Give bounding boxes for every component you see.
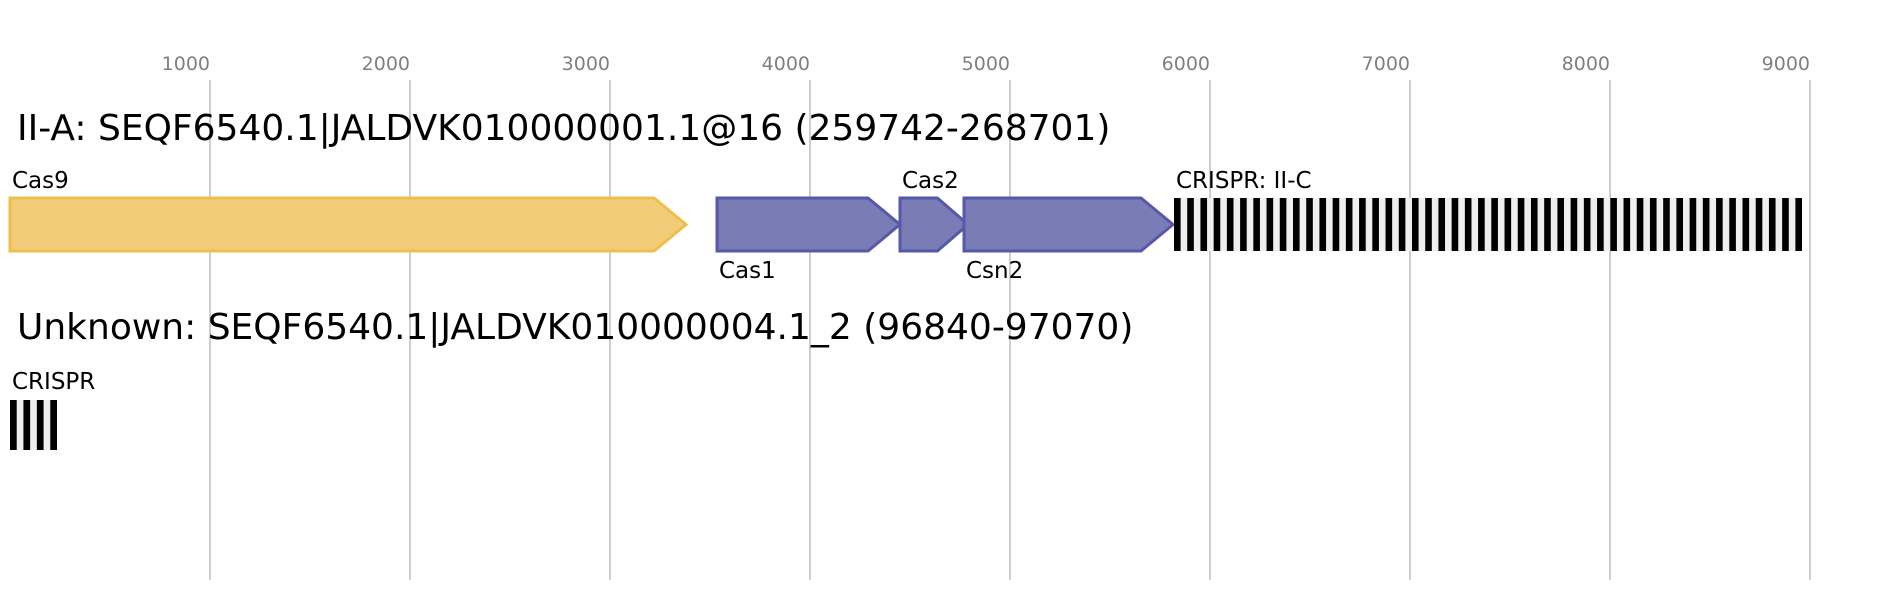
crispr-repeat [1359, 198, 1366, 251]
track-title: Unknown: SEQF6540.1|JALDVK010000004.1_2 … [17, 307, 1133, 348]
tick-label: 2000 [362, 53, 410, 75]
feature-label: Cas2 [902, 168, 959, 194]
track-ii-a: II-A: SEQF6540.1|JALDVK010000001.1@16 (2… [8, 108, 1802, 284]
axis-grid: 1000 2000 3000 4000 5000 6000 7000 8000 9000 [162, 53, 1811, 580]
crispr-repeat [1504, 198, 1512, 251]
crispr-repeat [1253, 198, 1260, 251]
crispr-repeat [1292, 198, 1300, 251]
crispr-repeat [1411, 198, 1419, 251]
track-title: II-A: SEQF6540.1|JALDVK010000001.1@16 (2… [17, 108, 1110, 149]
crispr-repeat [1729, 198, 1736, 251]
tick-label: 4000 [762, 53, 810, 75]
gene-cas1: Cas1 [715, 196, 903, 284]
crispr-repeat [10, 400, 17, 450]
crispr-repeat [1742, 198, 1750, 251]
crispr-repeat [1187, 198, 1194, 251]
gene-arrow [715, 196, 903, 253]
crispr-repeat [1557, 198, 1565, 251]
crispr-repeat [1372, 198, 1379, 251]
crispr-repeat [1597, 198, 1604, 251]
feature-label: Csn2 [966, 258, 1023, 284]
track-features: CRISPR [10, 369, 95, 450]
crispr-repeat [1676, 198, 1684, 251]
crispr-repeat [1345, 198, 1353, 251]
crispr-repeat [1491, 198, 1498, 251]
crispr-repeat [1398, 198, 1406, 251]
feature-label: Cas1 [719, 258, 776, 284]
crispr-repeat [1530, 198, 1538, 251]
gene-cas2: Cas2 [898, 168, 971, 253]
crispr-repeat [1544, 198, 1551, 251]
crispr-repeat [1464, 198, 1472, 251]
tick-label: 3000 [562, 53, 610, 75]
crispr-repeat [1451, 198, 1459, 251]
crispr-repeat [50, 400, 57, 450]
crispr-repeat [1306, 198, 1313, 251]
gene-cas9: Cas9 [8, 168, 689, 253]
tick-label: 5000 [962, 53, 1010, 75]
tick-label: 6000 [1162, 53, 1210, 75]
crispr-repeat [1200, 198, 1208, 251]
tick-label: 1000 [162, 53, 210, 75]
crispr-repeat [1478, 198, 1485, 251]
crispr-repeat [1755, 198, 1763, 251]
crispr-repeat [1385, 198, 1393, 251]
crispr-repeat [1319, 198, 1327, 251]
gene-arrow [8, 196, 689, 253]
crispr-repeat [1795, 198, 1802, 251]
gene-arrow [898, 196, 971, 253]
crispr-repeat [1570, 198, 1578, 251]
crispr-repeat [1517, 198, 1525, 251]
crispr-repeat [1240, 198, 1247, 251]
feature-label: CRISPR [12, 369, 95, 395]
crispr-repeat [1663, 198, 1670, 251]
crispr-repeat [1425, 198, 1432, 251]
crispr-repeat [1702, 198, 1710, 251]
crispr-spacer-background [10, 400, 57, 450]
gene-csn2: Csn2 [962, 196, 1176, 284]
crispr-spacer-background [1174, 198, 1802, 251]
crispr-repeat [1213, 198, 1221, 251]
crispr-repeat [1583, 198, 1591, 251]
crispr-repeat [1332, 198, 1340, 251]
crispr-repeat [1782, 198, 1789, 251]
track-unknown: Unknown: SEQF6540.1|JALDVK010000004.1_2 … [10, 307, 1133, 450]
crispr-repeat [1226, 198, 1234, 251]
tick-label: 8000 [1562, 53, 1610, 75]
crispr-repeat [36, 400, 44, 450]
crispr-repeat [1279, 198, 1287, 251]
crispr-array-crispr: CRISPR [10, 369, 95, 450]
crispr-repeat [1438, 198, 1446, 251]
crispr-repeat [1768, 198, 1776, 251]
crispr-repeat [1266, 198, 1274, 251]
gene-arrow [962, 196, 1176, 253]
crispr-array-crispr-ii-c: CRISPR: II-C [1174, 168, 1802, 251]
crispr-repeat [1610, 198, 1617, 251]
crispr-repeat [1649, 198, 1657, 251]
crispr-repeat [1174, 198, 1181, 251]
tick-label: 9000 [1762, 53, 1810, 75]
crispr-repeat [1636, 198, 1644, 251]
crispr-repeat [1623, 198, 1631, 251]
feature-label: Cas9 [12, 168, 69, 194]
crispr-repeat [1716, 198, 1723, 251]
crispr-repeat [23, 400, 31, 450]
feature-label: CRISPR: II-C [1176, 168, 1312, 194]
crispr-repeat [1689, 198, 1697, 251]
tick-label: 7000 [1362, 53, 1410, 75]
